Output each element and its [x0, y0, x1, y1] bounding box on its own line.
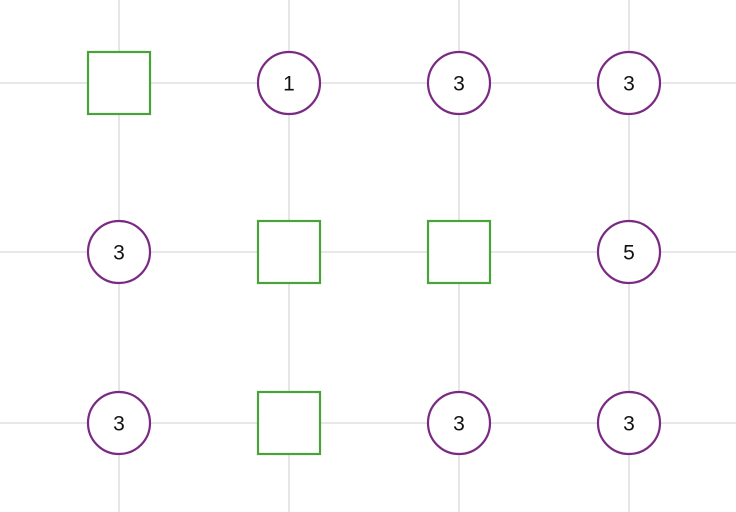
empty-square[interactable]: [86, 50, 152, 116]
numbered-circle[interactable]: [86, 390, 152, 456]
board-cell-r2-c1[interactable]: [256, 390, 322, 456]
numbered-circle[interactable]: [256, 50, 322, 116]
board-cell-r1-c1[interactable]: [256, 219, 322, 285]
numbered-circle[interactable]: [86, 219, 152, 285]
board-cell-r0-c1[interactable]: 1: [256, 50, 322, 116]
board-cell-r2-c2[interactable]: 3: [426, 390, 492, 456]
numbered-circle[interactable]: [596, 219, 662, 285]
board-cells: 1 3 3 3 5 3 3 3: [86, 50, 662, 456]
empty-square[interactable]: [256, 390, 322, 456]
empty-square[interactable]: [426, 219, 492, 285]
board-cell-r0-c3[interactable]: 3: [596, 50, 662, 116]
board-cell-r1-c0[interactable]: 3: [86, 219, 152, 285]
numbered-circle[interactable]: [596, 390, 662, 456]
numbered-circle[interactable]: [426, 50, 492, 116]
board-cell-r0-c0[interactable]: [86, 50, 152, 116]
board-cell-r2-c3[interactable]: 3: [596, 390, 662, 456]
board-cell-r1-c3[interactable]: 5: [596, 219, 662, 285]
empty-square[interactable]: [256, 219, 322, 285]
numbered-circle[interactable]: [596, 50, 662, 116]
board-cell-r2-c0[interactable]: 3: [86, 390, 152, 456]
board-cell-r1-c2[interactable]: [426, 219, 492, 285]
numbered-circle[interactable]: [426, 390, 492, 456]
board-cell-r0-c2[interactable]: 3: [426, 50, 492, 116]
